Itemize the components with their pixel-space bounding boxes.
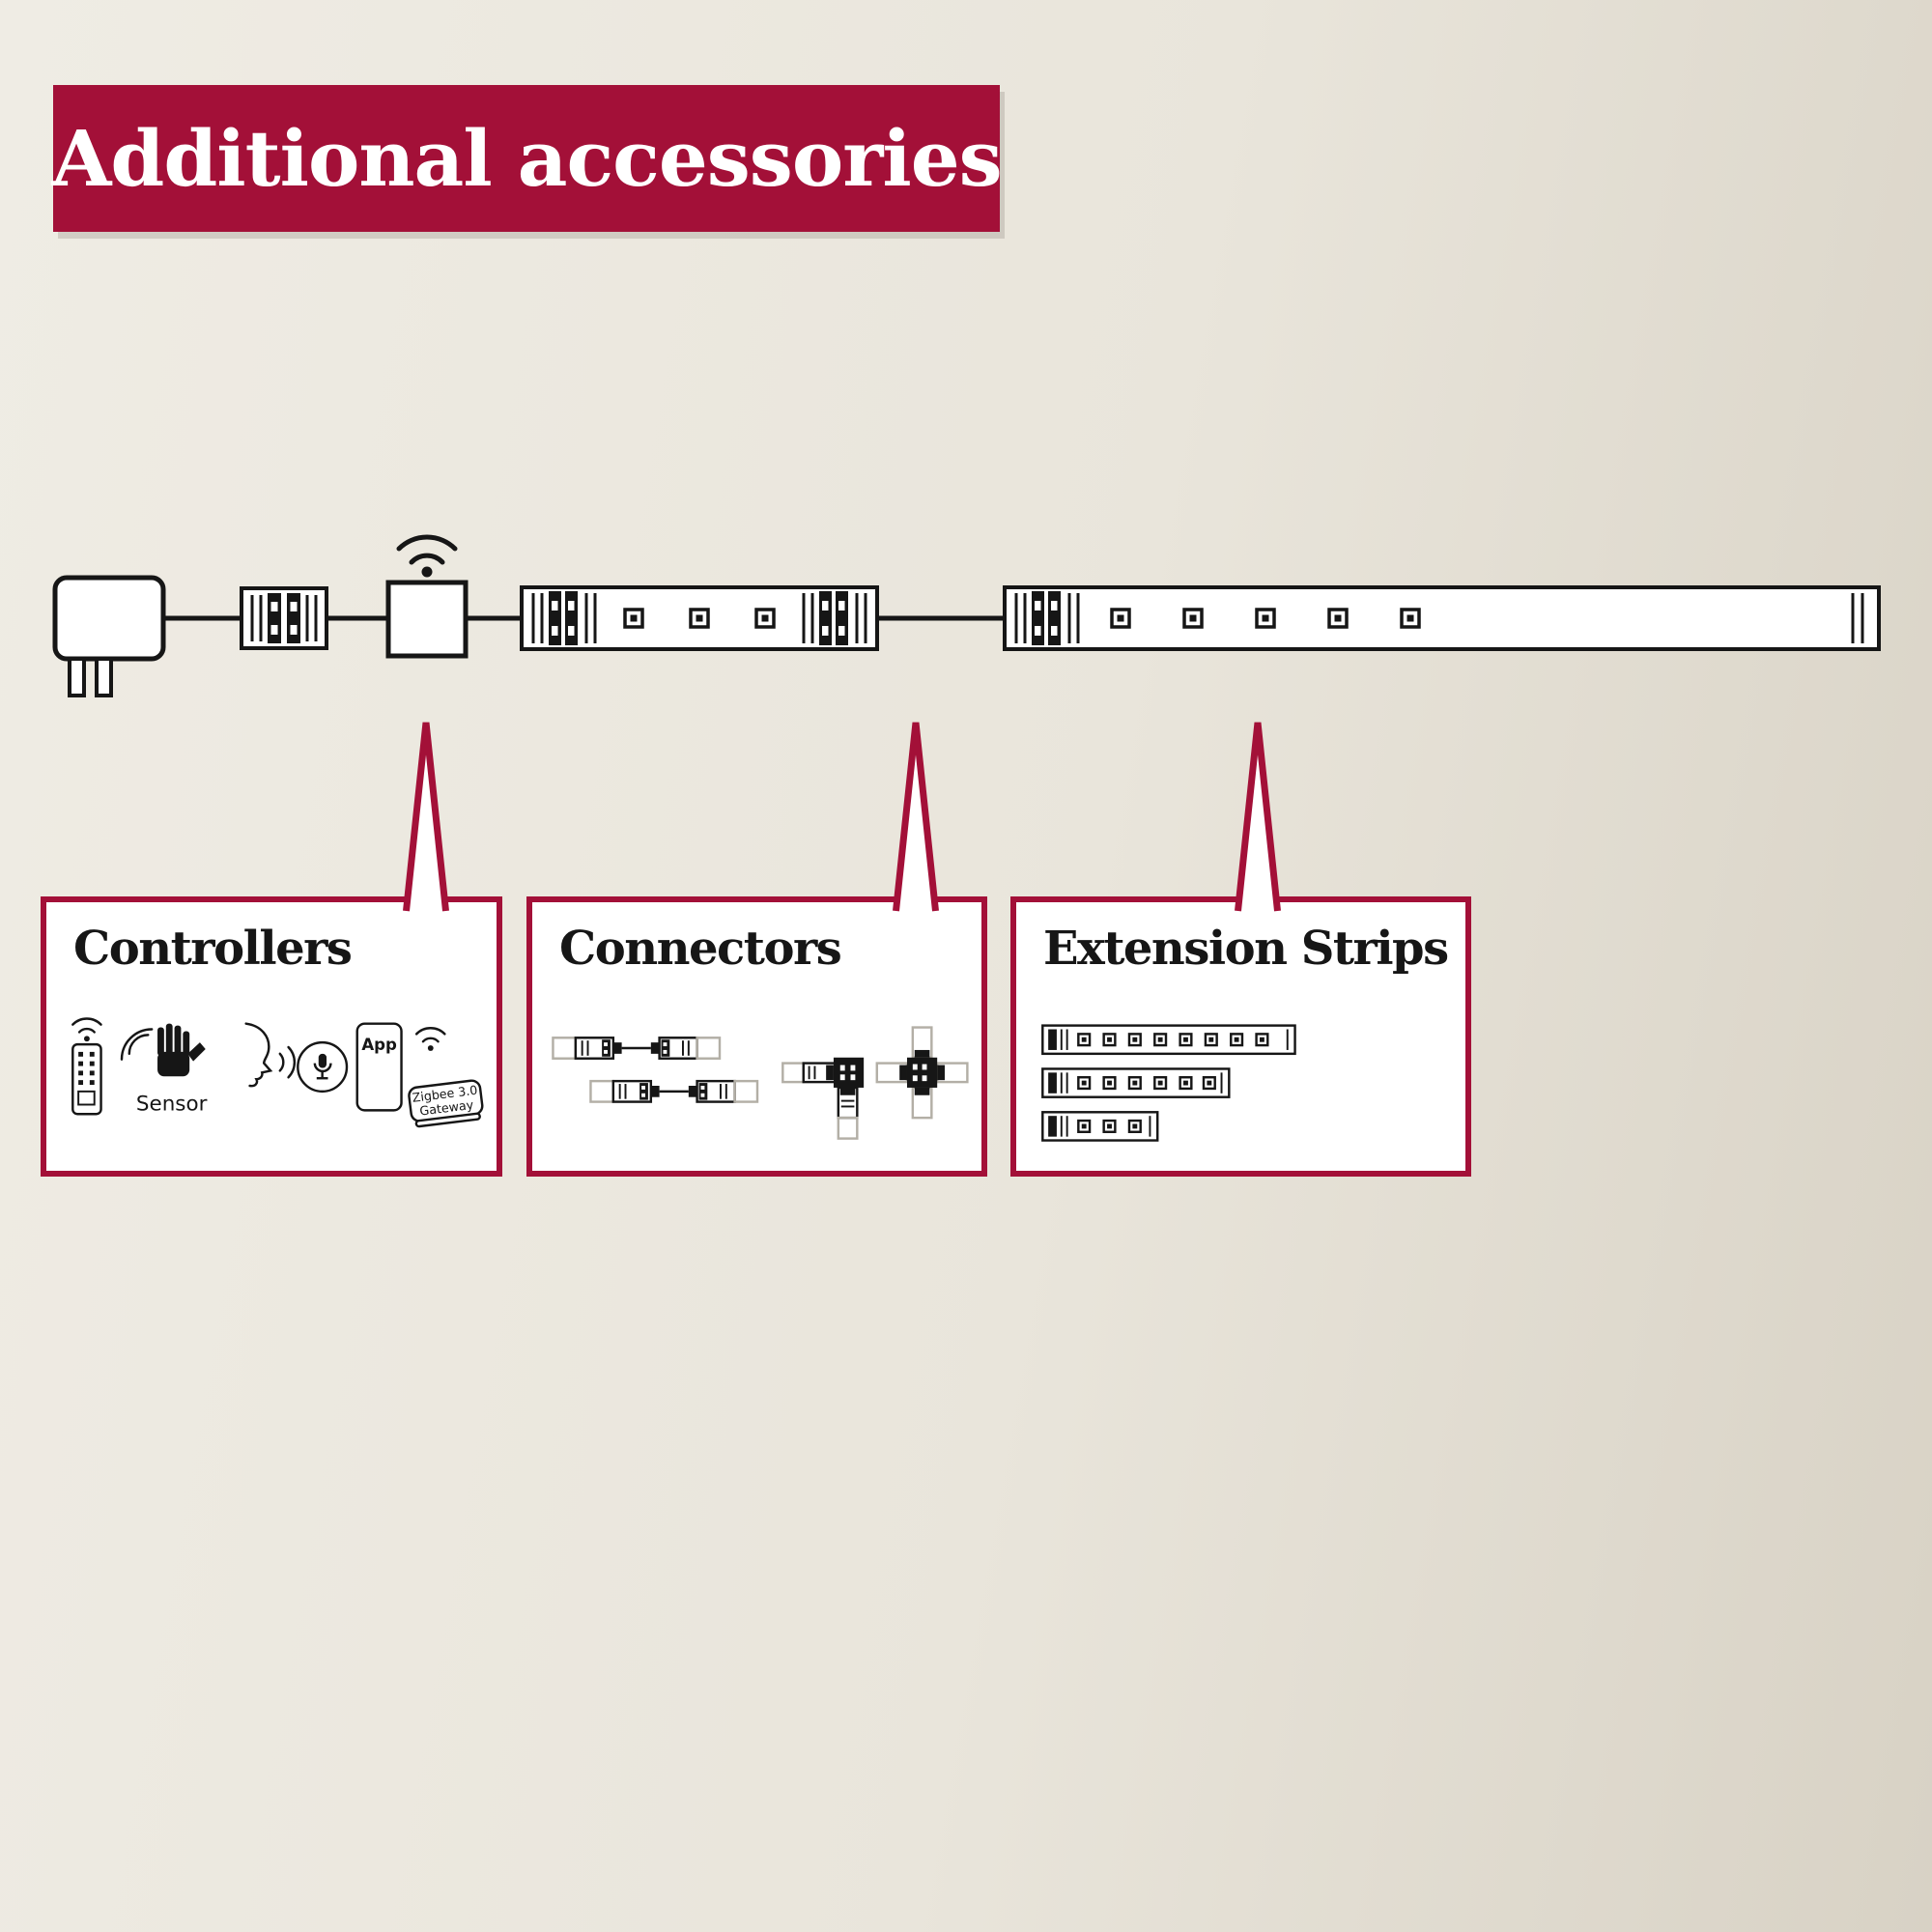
callout-title-connectors: Connectors [559,922,842,976]
power-adapter-icon [52,575,166,697]
cross-connector-icon [875,1026,969,1120]
strip-medium-icon [1041,1067,1231,1098]
led-strip-long-icon [1003,585,1881,651]
callout-connectors: Connectors [526,896,987,1177]
callout-title-controllers: Controllers [73,922,353,976]
motion-sensor-icon: Sensor [120,1023,208,1116]
smart-controller-icon [385,580,469,659]
callout-extension-strips: Extension Strips [1010,896,1471,1177]
wifi-signal-icon [396,534,458,578]
corner-connector-icon [781,1057,865,1140]
controllers-icons: Sensor App Zigbee 3.0 Gateway [71,1017,484,1128]
straight-connector-icon [552,1037,759,1103]
app-label: App [361,1036,397,1054]
remote-control-icon [71,1017,102,1116]
strip-short-icon [1041,1111,1159,1142]
zigbee-gateway-icon: Zigbee 3.0 Gateway [408,1079,484,1128]
callout-pointer-extension-strips [1235,722,1281,912]
voice-assistant-icon [244,1022,349,1094]
connectors-icons [552,1026,969,1140]
callout-controllers: Controllers Sensor [41,896,502,1177]
callout-pointer-controllers [403,722,449,912]
sensor-label: Sensor [136,1092,208,1116]
strip-system-diagram [52,534,1881,697]
callout-pointer-connectors [893,722,939,912]
wifi-signal-icon [414,1027,446,1051]
clip-connector-icon [240,586,328,650]
led-strip-segment-icon [520,585,879,651]
callout-title-extension-strips: Extension Strips [1043,922,1449,976]
page-title: Additional accessories [51,113,1002,204]
smartphone-app-icon: App [355,1022,403,1112]
gateway-label-line2: Gateway [419,1097,475,1119]
title-banner: Additional accessories [51,85,1003,232]
strip-long-icon [1041,1024,1296,1056]
extension-strips-icons [1041,1024,1296,1142]
